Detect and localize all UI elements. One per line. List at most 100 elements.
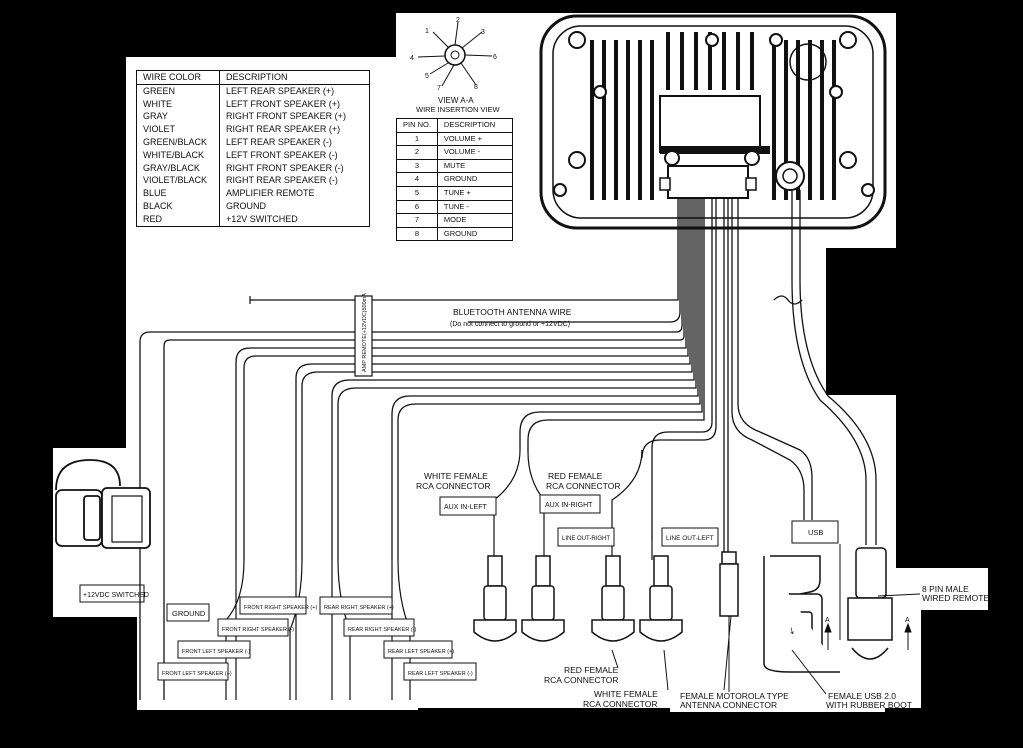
view-title: VIEW A-A — [438, 96, 474, 105]
wire-description: RIGHT FRONT SPEAKER (+) — [226, 111, 346, 122]
pin-number: 7 — [396, 213, 438, 228]
usb-boot-label-2: WITH RUBBER BOOT — [826, 700, 912, 710]
table-row: GREEN/BLACK LEFT REAR SPEAKER (-) — [136, 135, 370, 149]
pin-face-view — [417, 21, 493, 87]
pin-description: VOLUME - — [437, 145, 513, 160]
wire-color: GRAY/BLACK — [136, 161, 220, 175]
tag-rear-right-pos: REAR RIGHT SPEAKER (+) — [324, 605, 394, 611]
pin-label-7: 7 — [437, 85, 441, 92]
pin-label-1: 1 — [425, 28, 429, 35]
wire-description: LEFT REAR SPEAKER (+) — [226, 85, 335, 96]
pin-number: 8 — [396, 227, 438, 242]
pin-description: VOLUME + — [437, 132, 513, 147]
pin-label-6: 6 — [493, 54, 497, 61]
tag-front-left-pos: FRONT LEFT SPEAKER (+) — [162, 671, 232, 677]
pin-label-8: 8 — [474, 84, 478, 91]
wire-description: LEFT FRONT SPEAKER (+) — [226, 98, 340, 109]
usb-boot-label-1: FEMALE USB 2.0 — [828, 691, 896, 701]
pin-label-4: 4 — [410, 55, 414, 62]
wire-description: RIGHT FRONT SPEAKER (-) — [226, 162, 344, 173]
pin-description: MUTE — [437, 159, 513, 174]
remote-label-1: 8 PIN MALE — [922, 584, 969, 594]
arrow-a-right: A — [905, 617, 910, 624]
wire-color: VIOLET/BLACK — [136, 174, 220, 188]
tag-rear-left-pos: REAR LEFT SPEAKER (+) — [388, 649, 454, 655]
white-rca-label-2: RCA CONNECTOR — [416, 481, 490, 491]
red-rca-label-2: RCA CONNECTOR — [546, 481, 620, 491]
section-arrows — [824, 622, 912, 650]
line-out-right-tag: LINE OUT-RIGHT — [562, 536, 610, 542]
wire-color: BLACK — [136, 199, 220, 213]
table-row: BLACK GROUND — [136, 199, 370, 213]
pin-description: GROUND — [437, 227, 513, 242]
red-rca-label-1: RED FEMALE — [548, 471, 603, 481]
wire-description: LEFT REAR SPEAKER (-) — [226, 136, 332, 147]
pin-description: TUNE - — [437, 200, 513, 215]
wire-harness — [139, 190, 877, 700]
table-row: GRAY RIGHT FRONT SPEAKER (+) — [136, 110, 370, 124]
wire-table-header-color: WIRE COLOR — [136, 70, 220, 85]
rca-plugs — [473, 555, 683, 642]
table-row: VIOLET/BLACK RIGHT REAR SPEAKER (-) — [136, 174, 370, 188]
pin-number: 6 — [396, 200, 438, 215]
pin-number: 1 — [396, 132, 438, 147]
antenna-label-1: FEMALE MOTOROLA TYPE — [680, 691, 789, 701]
remote-label-2: WIRED REMOTE — [922, 593, 989, 603]
pin-label-2: 2 — [456, 17, 460, 24]
table-row: GRAY/BLACK RIGHT FRONT SPEAKER (-) — [136, 161, 370, 175]
power-connector — [55, 459, 151, 549]
wire-color: GRAY — [136, 110, 220, 124]
bottom-white-rca-1: WHITE FEMALE — [594, 689, 658, 699]
arrow-a-left: A — [825, 617, 830, 624]
tag-front-right-pos: FRONT RIGHT SPEAKER (+) — [244, 605, 317, 611]
plus12-label: +12VDC SWITCHED — [83, 592, 149, 599]
wire-color: VIOLET — [136, 123, 220, 136]
pin-number: 3 — [396, 159, 438, 174]
ground-tag: GROUND — [172, 609, 206, 618]
view-subtitle: WIRE INSERTION VIEW — [416, 105, 501, 114]
antenna-connector — [719, 551, 739, 692]
wire-table-header-description: DESCRIPTION — [219, 70, 370, 85]
wire-color: GREEN/BLACK — [136, 135, 220, 149]
wire-description: AMPLIFIER REMOTE — [226, 188, 315, 199]
table-row: BLUE AMPLIFIER REMOTE — [136, 187, 370, 200]
aux-in-left-tag: AUX IN-LEFT — [444, 504, 488, 511]
tag-rear-left-neg: REAR LEFT SPEAKER (-) — [408, 671, 473, 677]
pin-table-header: PIN NO. DESCRIPTION — [396, 118, 513, 133]
wire-description: LEFT FRONT SPEAKER (-) — [226, 149, 338, 160]
wire-color: WHITE/BLACK — [136, 148, 220, 162]
wire-description: RIGHT REAR SPEAKER (-) — [226, 175, 338, 186]
wire-description: +12V SWITCHED — [226, 213, 298, 224]
bottom-red-rca-1: RED FEMALE — [564, 665, 619, 675]
break-mark — [773, 295, 803, 305]
pin-description: GROUND — [437, 172, 513, 187]
leader-lines — [611, 615, 827, 695]
usb-icon: ⭏ — [790, 623, 794, 637]
wire-color: BLUE — [136, 187, 220, 200]
usb-connector — [763, 555, 840, 673]
pin-table-header-description: DESCRIPTION — [437, 118, 513, 133]
line-out-left-tag: LINE OUT-LEFT — [666, 535, 714, 542]
head-unit — [539, 14, 887, 230]
bluetooth-antenna-label: BLUETOOTH ANTENNA WIRE — [453, 307, 572, 317]
bluetooth-antenna-note: (Do not connect to ground or +12VDC) — [450, 321, 570, 328]
antenna-label-2: ANTENNA CONNECTOR — [680, 700, 777, 710]
wire-description: GROUND — [226, 200, 266, 211]
amp-remote-label: AMP REMOTE(+12VDC)500mA — [362, 293, 368, 372]
aux-in-right-tag: AUX IN-RIGHT — [545, 502, 593, 509]
pin-number: 2 — [396, 145, 438, 160]
pin-number: 4 — [396, 172, 438, 187]
wire-color: WHITE — [136, 97, 220, 111]
table-row: RED+12V SWITCHED — [136, 212, 370, 227]
pin-table-header-no: PIN NO. — [396, 118, 438, 133]
remote-connector — [839, 544, 893, 660]
